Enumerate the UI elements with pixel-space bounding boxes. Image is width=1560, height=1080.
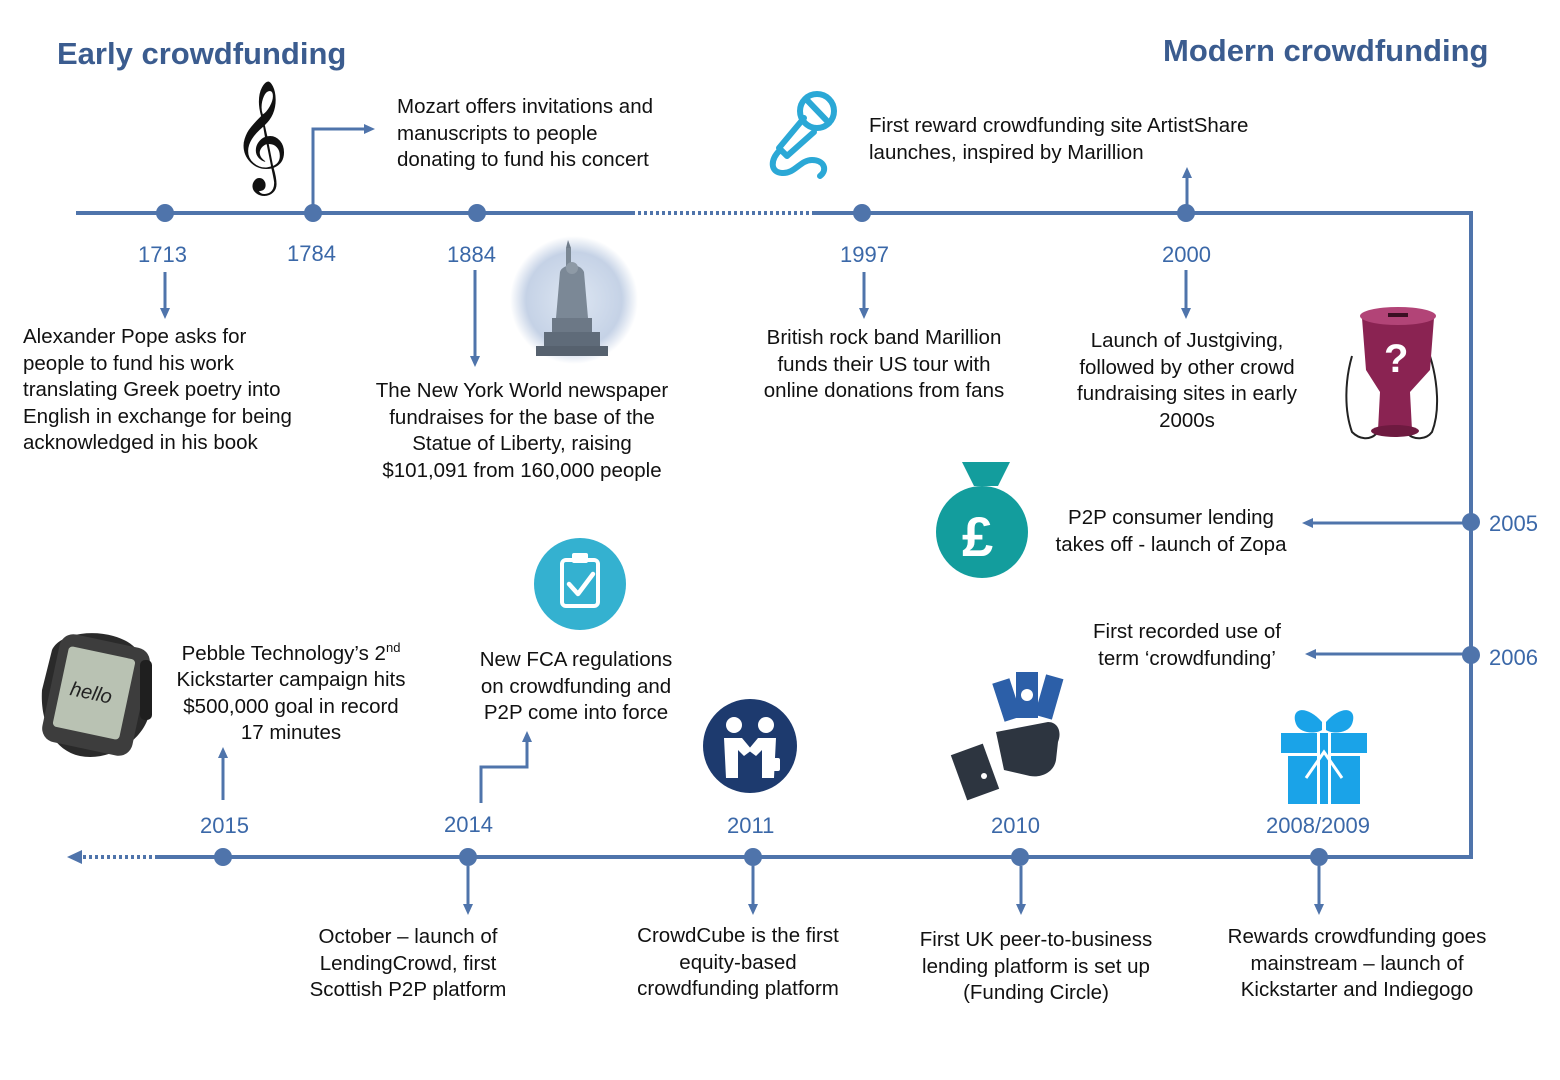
year-label-1784: 1784 — [287, 241, 336, 266]
gift-box-icon — [1281, 710, 1367, 804]
year-label-2011: 2011 — [727, 813, 775, 838]
event-2005-description: P2P consumer lending takes off - launch … — [1055, 506, 1287, 556]
node-2010 — [1011, 848, 1029, 866]
arrow-2014-up — [479, 731, 532, 803]
node-1884 — [468, 204, 486, 222]
svg-text:£: £ — [962, 505, 993, 568]
year-label-2006: 2006 — [1489, 645, 1538, 670]
clipboard-check-icon — [534, 538, 626, 630]
donation-box-icon: ? — [1345, 307, 1439, 440]
year-label-1713: 1713 — [138, 242, 187, 267]
year-label-1884: 1884 — [447, 242, 496, 267]
year-label-2010: 2010 — [991, 813, 1040, 838]
node-2011 — [744, 848, 762, 866]
svg-text:?: ? — [1384, 337, 1408, 381]
event-2014-description: October – launch of LendingCrowd, first … — [309, 925, 507, 1001]
connector-arrows — [160, 124, 1463, 915]
node-1784 — [304, 204, 322, 222]
event-1713-description: Alexander Pope asks for people to fund h… — [23, 325, 292, 454]
event-2011-description: CrowdCube is the first equity-based crow… — [637, 924, 839, 1000]
node-2006 — [1462, 646, 1480, 664]
year-label-2008-2009: 2008/2009 — [1266, 813, 1370, 838]
treble-clef-icon: 𝄞 — [232, 81, 289, 196]
node-2000 — [1177, 204, 1195, 222]
node-1997 — [853, 204, 871, 222]
event-2015-description: Pebble Technology’s 2nd Kickstarter camp… — [176, 640, 406, 745]
timeline-track — [76, 211, 1473, 859]
event-2000-top-description: First reward crowdfunding site ArtistSha… — [869, 114, 1249, 164]
event-1884-description: The New York World newspaper fundraises … — [375, 379, 669, 482]
node-2015 — [214, 848, 232, 866]
event-2014-top-description: New FCA regulations on crowdfunding and … — [479, 648, 673, 724]
pound-money-bag-icon: £ — [936, 462, 1028, 578]
node-2005 — [1462, 513, 1480, 531]
heading-modern-crowdfunding: Modern crowdfunding — [1163, 33, 1489, 68]
year-label-2000: 2000 — [1162, 242, 1211, 267]
svg-text:𝄞: 𝄞 — [232, 81, 289, 196]
heading-early-crowdfunding: Early crowdfunding — [57, 36, 347, 71]
handshake-icon — [703, 699, 797, 793]
event-1997-description: British rock band Marillion funds their … — [763, 326, 1005, 402]
event-2006-description: First recorded use of term ‘crowdfunding… — [1093, 620, 1281, 670]
year-label-2005: 2005 — [1489, 511, 1538, 536]
timeline-end-arrow — [67, 850, 82, 864]
arrow-1784 — [311, 124, 375, 205]
event-1784-description: Mozart offers invitations and manuscript… — [397, 95, 653, 171]
year-label-1997: 1997 — [840, 242, 889, 267]
node-1713 — [156, 204, 174, 222]
event-2010-description: First UK peer-to-business lending platfo… — [919, 928, 1153, 1004]
year-label-2015: 2015 — [200, 813, 249, 838]
microphone-icon — [769, 91, 837, 179]
statue-of-liberty-icon — [510, 236, 638, 364]
node-2008 — [1310, 848, 1328, 866]
timeline-nodes — [156, 204, 1480, 866]
hand-with-cash-icon — [948, 670, 1072, 801]
smartwatch-icon: hello — [41, 633, 152, 757]
node-2014 — [459, 848, 477, 866]
event-2000-description: Launch of Justgiving, followed by other … — [1077, 329, 1297, 432]
year-label-2014: 2014 — [444, 812, 493, 837]
event-2008-2009-description: Rewards crowdfunding goes mainstream – l… — [1227, 925, 1487, 1001]
